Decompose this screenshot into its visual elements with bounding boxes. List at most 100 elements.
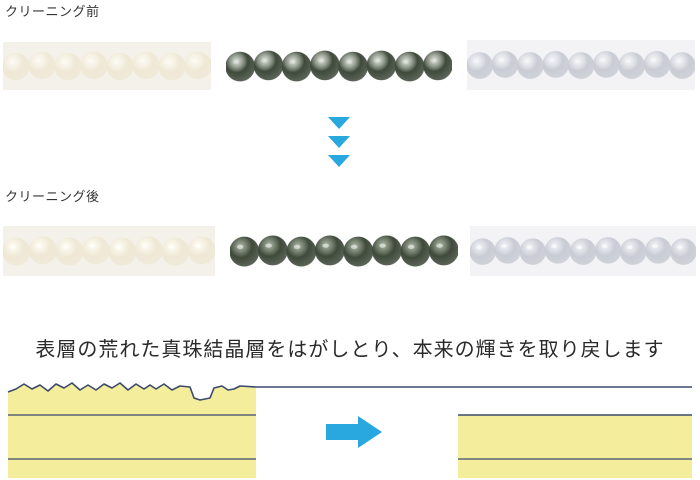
pearl [670,238,696,265]
pearl-highlight [113,60,120,65]
after-silver-pearls [470,226,696,276]
pearl-highlight [87,59,94,63]
pearl [3,237,31,266]
pearl [132,51,160,80]
pearl-highlight [601,244,608,248]
pearl [569,238,597,266]
pearl [81,236,110,265]
pearl-highlight [317,58,324,63]
pearl-highlight [436,243,443,248]
before-cleaning-label: クリーニング前 [5,5,100,20]
pearl-highlight [9,245,16,250]
pearl [594,236,622,264]
pearl-highlight [473,59,479,64]
pearl-highlight [289,59,296,64]
pearl [106,52,134,81]
pearl-highlight [650,58,657,62]
pearl-highlight [236,244,244,249]
pearl [422,50,452,81]
after-white-pearls [3,226,215,276]
pearl-highlight [345,59,353,64]
pearl [618,52,646,80]
pearl-highlight [61,60,68,65]
pearl [428,235,458,266]
pearl [394,51,425,82]
pearl [257,235,288,266]
pearl-highlight [232,59,240,64]
pearl [592,50,620,78]
pearl-highlight [115,245,122,250]
after-black-pearls [230,226,458,276]
pearl-highlight [625,59,631,64]
smooth-surface-fill [458,415,692,478]
pearl [619,238,647,266]
pearl-highlight [374,58,381,63]
after-cleaning-label: クリーニング後 [5,190,100,205]
pearl-highlight [402,59,409,64]
pearl [54,52,82,81]
cleaning-caption: 表層の荒れた真珠結晶層をはがしとり、本来の輝きを取り戻します [35,337,665,361]
pearl [400,236,431,267]
rough-surface-line [7,382,257,401]
pearl [371,235,402,266]
pearl [544,236,572,264]
rough-surface-fill [8,383,256,478]
pearl [28,51,56,80]
pearl [230,236,260,267]
pearl-highlight [498,58,505,62]
pearl [281,51,312,82]
down-arrow-1 [328,117,350,129]
pearl-highlight [476,245,482,250]
pearl [338,51,369,82]
pearl [226,51,256,82]
smooth-surface-layers [458,414,692,478]
pearl [644,236,672,264]
pearl [158,52,186,81]
pearl-highlight [407,244,415,249]
pearl-highlight [168,245,175,250]
pearl-highlight [62,245,69,250]
pearl-highlight [651,244,658,248]
pearl [184,51,211,80]
pearl-highlight [626,245,633,250]
pearl-highlight [350,244,358,249]
pearl-highlight [322,243,329,248]
pearl-highlight [675,59,682,64]
pearl [516,52,544,80]
pearl [80,51,108,80]
pearl-highlight [551,244,558,248]
pearl [643,50,671,78]
pearl-highlight [576,245,583,250]
before-silver-pearls [467,40,695,90]
pearl [3,52,30,81]
pearl-highlight [165,60,172,65]
pearl-highlight [430,58,437,63]
pearl [491,50,519,78]
before-black-pearls [226,42,452,90]
pearl [134,236,163,265]
pearl-highlight [379,243,386,248]
pearl [253,50,284,81]
pearl [286,236,317,267]
pearl [161,237,190,266]
pearl [519,238,547,266]
pearl-highlight [139,59,146,63]
pearl [366,50,397,81]
pearl-highlight [526,245,532,250]
pearl-highlight [35,59,42,63]
pearl-highlight [676,245,683,250]
pearl-highlight [35,244,42,248]
pearl [467,52,494,80]
right-arrow-icon [326,416,382,448]
crystal-layer-diagram [7,382,692,478]
pearl [567,52,595,80]
pearl [343,236,374,267]
pearl [309,50,340,81]
pearl-highlight [574,59,581,64]
pearl-highlight [265,243,272,248]
pearl-highlight [191,59,198,63]
pearl [494,236,522,264]
down-arrow-2 [328,136,350,148]
pearl [470,238,496,265]
pearl [108,237,137,266]
